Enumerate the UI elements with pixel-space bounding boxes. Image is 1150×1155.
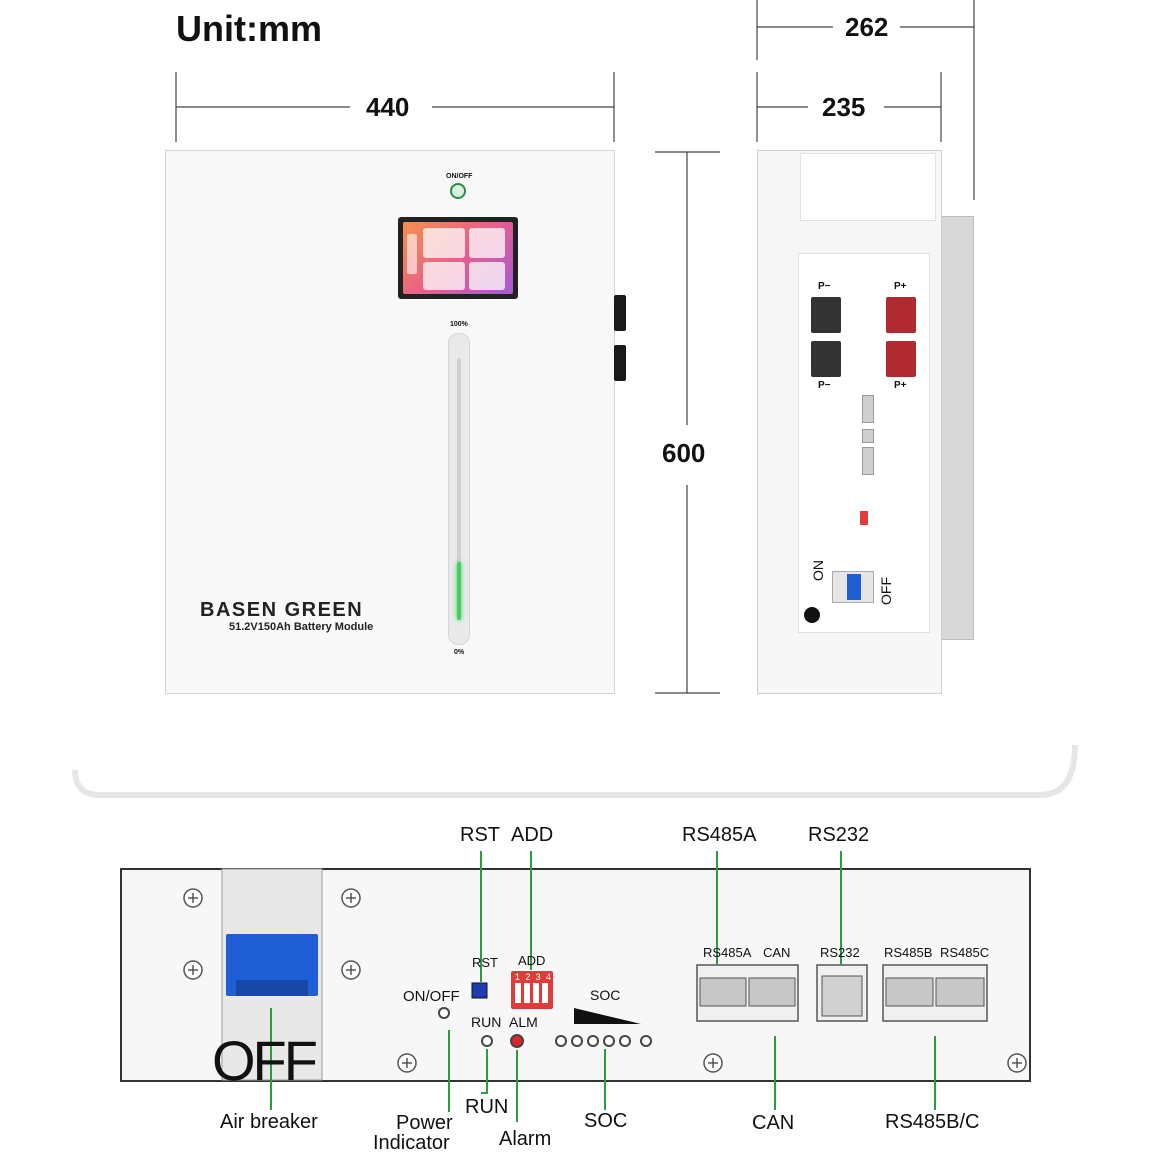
p-plus-top-label: P+: [894, 281, 907, 292]
port-rs485b-label: RS485B: [884, 945, 933, 960]
detail-add-label: ADD: [518, 953, 546, 968]
p-minus-top-terminal: [811, 297, 841, 333]
dip-number-3: 3: [535, 972, 541, 982]
callout-rs485a: RS485A: [682, 824, 757, 846]
port-rs232-label: RS232: [820, 945, 860, 960]
soc-bottom-label: 0%: [454, 649, 465, 656]
callout-rst: RST: [460, 824, 500, 846]
power-button-icon[interactable]: [450, 183, 466, 199]
port-rs485a-label: RS485A: [703, 945, 752, 960]
side-port-3: [862, 447, 874, 475]
side-dip: [860, 511, 868, 525]
p-plus-bottom-label: P+: [894, 380, 907, 391]
side-breaker[interactable]: [832, 571, 874, 603]
callout-air-breaker: Air breaker: [220, 1111, 318, 1133]
callout-alarm: Alarm: [499, 1128, 552, 1150]
port-rs485c-label: RS485C: [940, 945, 990, 960]
p-plus-bottom-terminal: [886, 341, 916, 377]
callout-soc: SOC: [584, 1110, 628, 1132]
side-handle: [800, 153, 936, 221]
callout-rs485bc: RS485B/C: [885, 1111, 980, 1133]
unit-label: Unit:mm: [176, 8, 322, 49]
lcd-screen: [398, 217, 518, 299]
detail-onoff-label: ON/OFF: [403, 988, 460, 1005]
side-bracket: [941, 216, 974, 640]
callout-can: CAN: [752, 1112, 795, 1134]
side-port-2: [862, 429, 874, 443]
dim-depth-total: 262: [845, 12, 889, 42]
detail-alm-label: ALM: [509, 1014, 538, 1030]
dip-number-1: 1: [515, 972, 521, 982]
side-round-knob: [804, 607, 820, 623]
soc-bar: [448, 333, 470, 645]
dip-number-4: 4: [545, 972, 551, 982]
port-can-label: CAN: [763, 945, 791, 960]
power-label: ON/OFF: [446, 173, 473, 180]
side-port-1: [862, 395, 874, 423]
p-plus-top-terminal: [886, 297, 916, 333]
dim-width: 440: [366, 92, 410, 122]
callout-power-indicator-1: Power: [396, 1112, 453, 1134]
side-panel: P− P− P+ P+ ON OFF: [757, 150, 942, 694]
front-handle-top: [614, 295, 626, 331]
front-panel: ON/OFF 100% 0% BASEN GREEN 51.2V150Ah Ba…: [165, 150, 615, 694]
detail-run-label: RUN: [471, 1014, 502, 1030]
p-minus-bottom-label: P−: [818, 380, 831, 391]
model-label: 51.2V150Ah Battery Module: [229, 621, 374, 633]
dim-height: 600: [662, 438, 706, 468]
dim-depth-body: 235: [822, 92, 866, 122]
detail-soc-label: SOC: [590, 987, 621, 1003]
dip-numbers: 1 2 3 4: [515, 972, 551, 982]
soc-bar-fill: [457, 562, 461, 620]
p-minus-bottom-terminal: [811, 341, 841, 377]
detail-rst-label: RST: [472, 955, 498, 970]
callout-run: RUN: [465, 1096, 509, 1118]
brand-logo: BASEN GREEN: [200, 599, 364, 621]
front-handle-bottom: [614, 345, 626, 381]
breaker-state-label: OFF: [212, 1029, 318, 1092]
callout-rs232: RS232: [808, 824, 870, 846]
soc-top-label: 100%: [450, 321, 468, 328]
p-minus-top-label: P−: [818, 281, 831, 292]
callout-add: ADD: [511, 824, 554, 846]
callout-power-indicator-2: Indicator: [373, 1132, 450, 1154]
dip-number-2: 2: [525, 972, 531, 982]
